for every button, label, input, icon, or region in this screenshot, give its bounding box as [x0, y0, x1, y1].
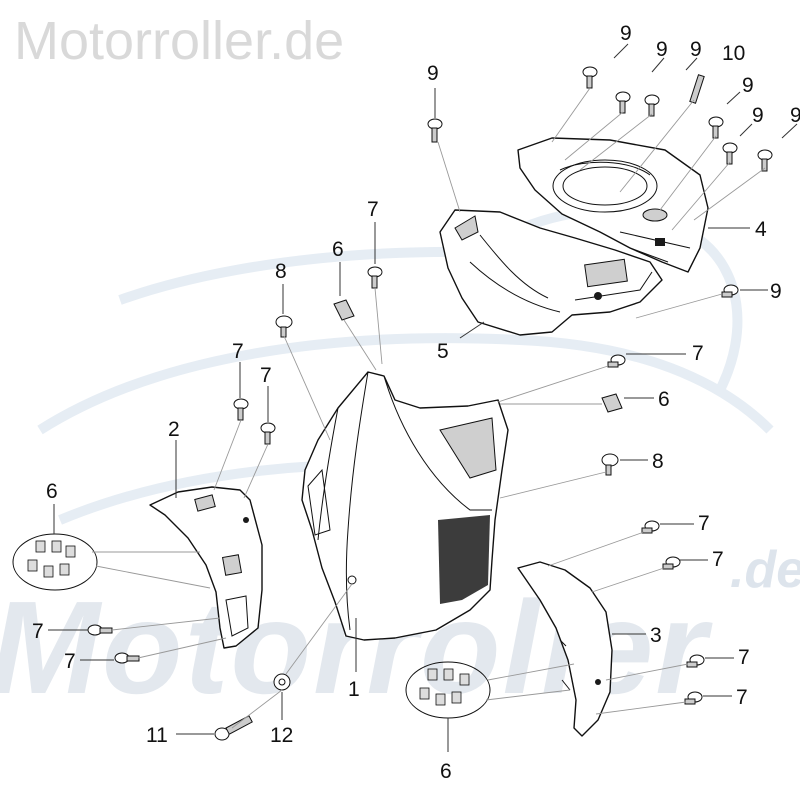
clip-group-left: [12, 533, 98, 591]
label-bolt-10: 10: [722, 42, 745, 65]
clip-top: [333, 299, 355, 321]
clip-right: [601, 393, 623, 413]
label-screw-8-left: 8: [275, 260, 287, 283]
leader-lines: [48, 43, 798, 752]
watermark-top: Motorroller.de: [14, 11, 345, 71]
label-screw-7-right-upper: 7: [692, 342, 704, 365]
fasteners: [87, 66, 773, 741]
label-clip-group-bottom: 6: [440, 760, 452, 783]
label-screw-9-b: 9: [656, 38, 668, 61]
label-clip-top: 6: [332, 238, 344, 261]
headlight-cover-part: [439, 209, 663, 336]
label-right-side-panel: 3: [650, 624, 662, 647]
label-screw-7-right-a: 7: [698, 512, 710, 535]
label-left-side-panel: 2: [168, 418, 180, 441]
label-screw-9-a: 9: [620, 22, 632, 45]
clip-group-bottom: [405, 661, 491, 719]
front-cover-part: [301, 371, 509, 641]
label-screw-9-e: 9: [752, 104, 764, 127]
label-screw-7-left-low-a: 7: [32, 620, 44, 643]
label-front-cover: 1: [348, 678, 360, 701]
left-side-panel-part: [149, 486, 263, 649]
label-screw-9-right: 9: [770, 280, 782, 303]
label-screw-9-f: 9: [790, 104, 800, 127]
label-screw-9-top-left: 9: [427, 62, 439, 85]
label-screw-7-left-a: 7: [232, 340, 244, 363]
part-labels: 9 9 9 10 9 9 9 9 4 9 7 6 8 5 7 6 8 7 7 2…: [32, 22, 800, 783]
label-screw-7-top-center: 7: [367, 198, 379, 221]
label-screw-7-right-c: 7: [738, 646, 750, 669]
label-screw-7-right-b: 7: [712, 548, 724, 571]
dashboard-cover-part: [517, 137, 709, 273]
label-screw-9-d: 9: [742, 74, 754, 97]
label-clip-right: 6: [658, 388, 670, 411]
label-washer-12: 12: [270, 724, 293, 747]
label-screw-9-c: 9: [690, 38, 702, 61]
label-clip-group-left: 6: [46, 480, 58, 503]
label-screw-8-right: 8: [652, 450, 664, 473]
watermark-bottom-suffix: .de: [730, 541, 800, 599]
label-screw-7-left-low-b: 7: [64, 650, 76, 673]
label-screw-7-left-b: 7: [260, 364, 272, 387]
right-side-panel-part: [517, 561, 613, 737]
label-bolt-11: 11: [146, 724, 168, 747]
label-headlight-cover: 5: [437, 340, 449, 363]
label-dashboard-cover: 4: [755, 218, 767, 241]
label-screw-7-right-d: 7: [736, 686, 748, 709]
